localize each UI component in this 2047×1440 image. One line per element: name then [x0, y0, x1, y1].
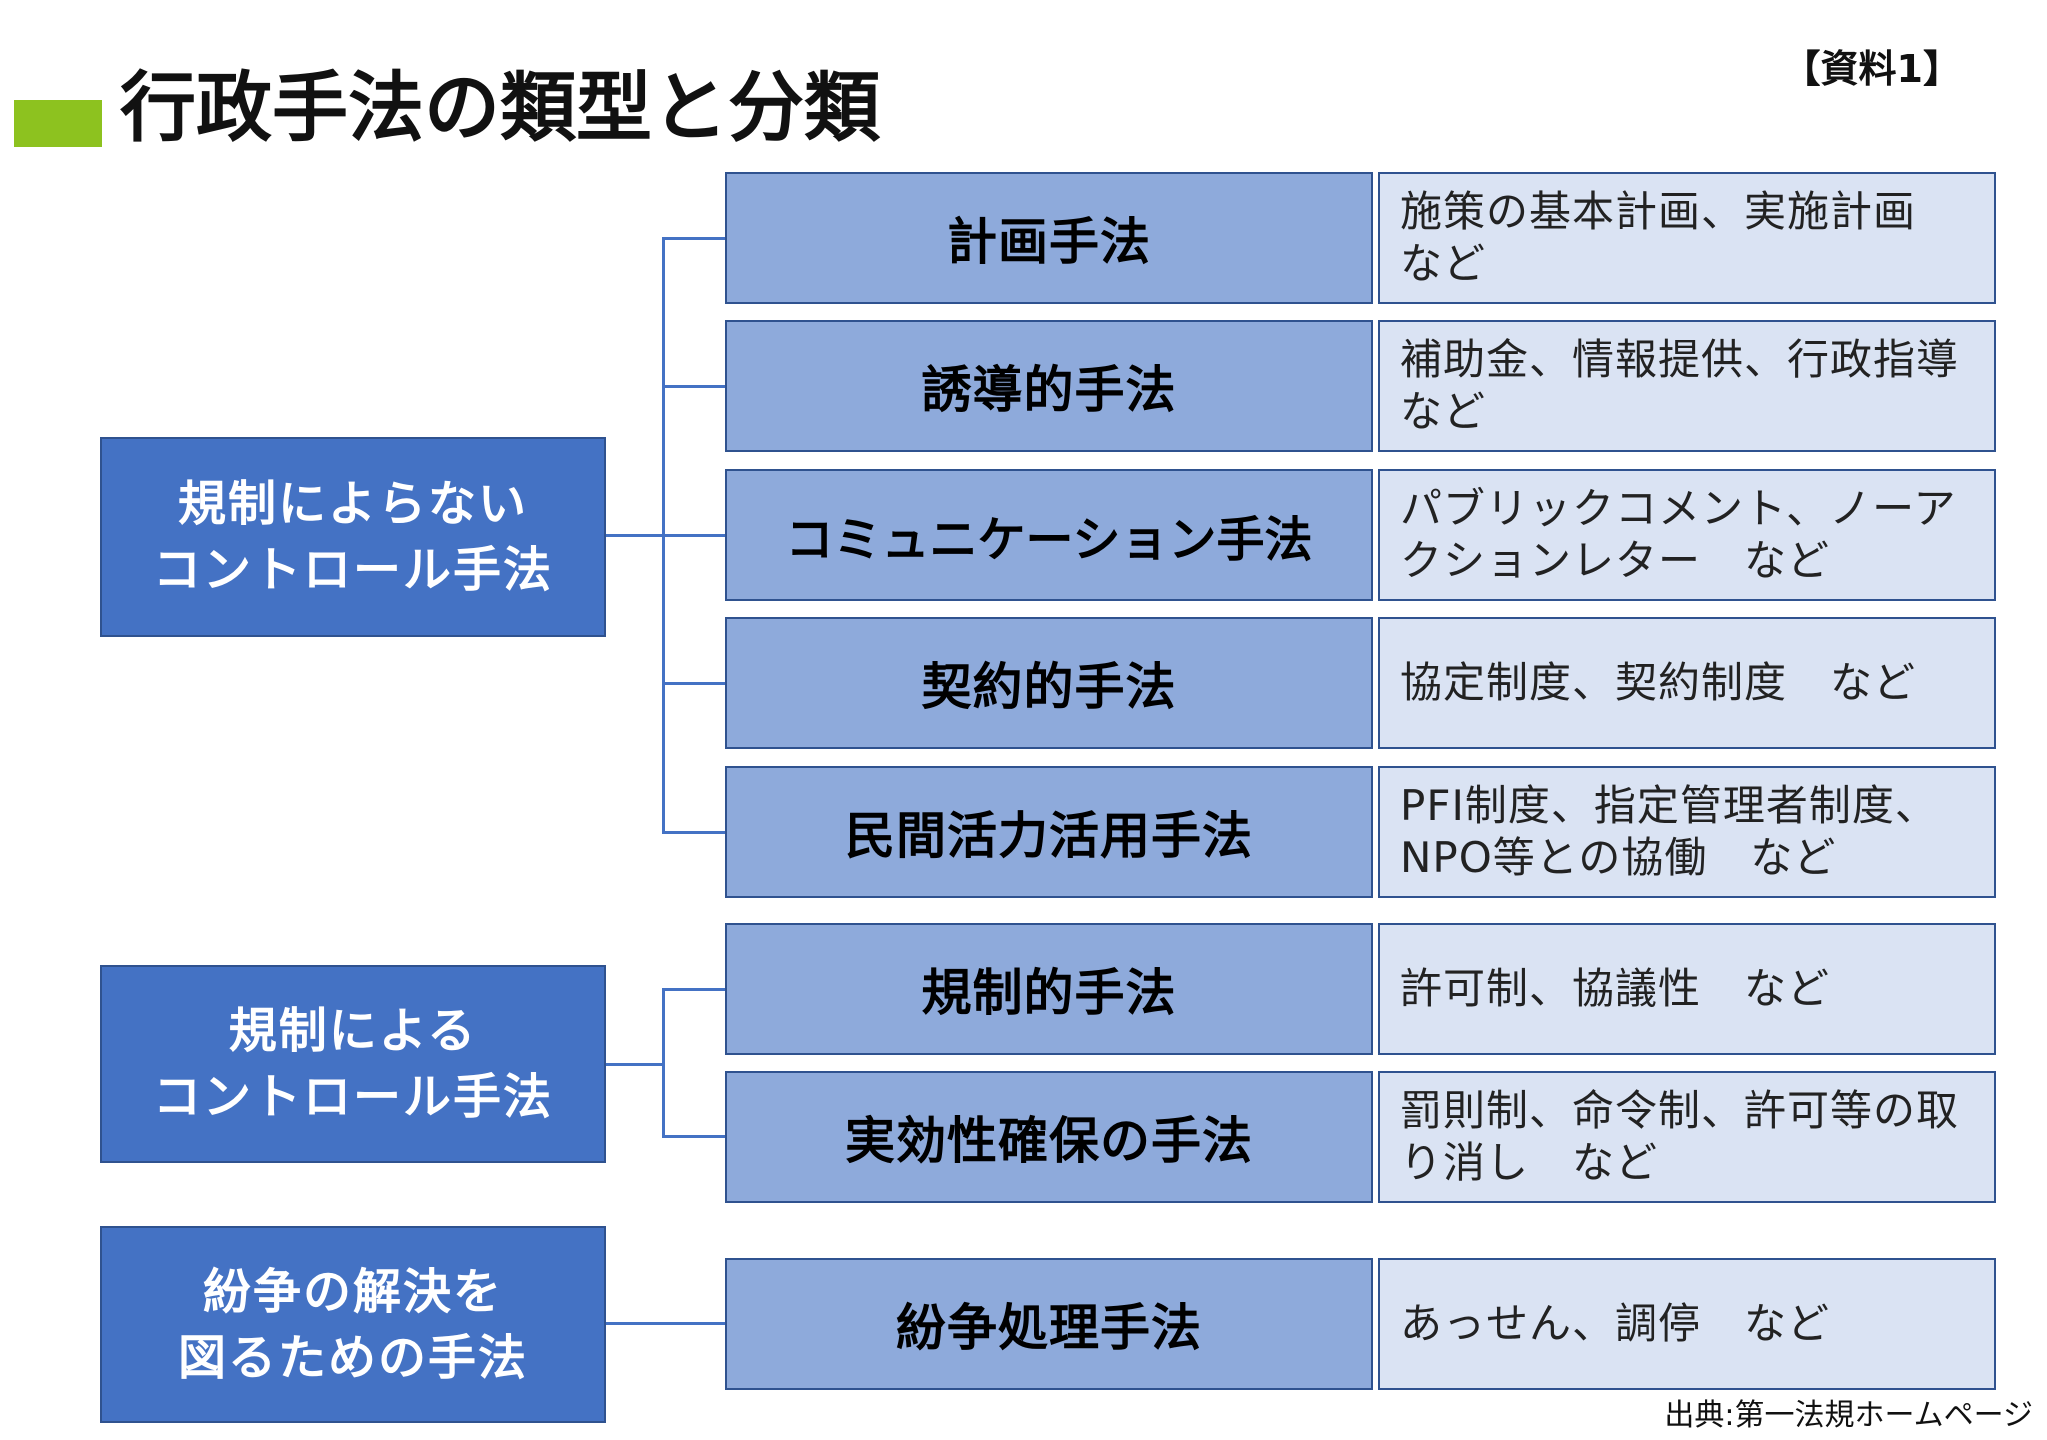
connector-line [662, 534, 725, 537]
examples-regulatory: 許可制、協議性 など [1378, 923, 1996, 1055]
examples-planning: 施策の基本計画、実施計画 など [1378, 172, 1996, 304]
connector-line [662, 237, 725, 240]
connector-line [662, 1135, 725, 1138]
connector-line [606, 1063, 664, 1066]
category-regulatory-control: 規制による コントロール手法 [100, 965, 606, 1163]
examples-enforcement: 罰則制、命令制、許可等の取 り消し など [1378, 1071, 1996, 1203]
method-dispute-processing: 紛争処理手法 [725, 1258, 1373, 1390]
examples-contractual: 協定制度、契約制度 など [1378, 617, 1996, 749]
method-planning: 計画手法 [725, 172, 1373, 304]
method-regulatory: 規制的手法 [725, 923, 1373, 1055]
examples-communication: パブリックコメント、ノーア クションレター など [1378, 469, 1996, 601]
method-enforcement: 実効性確保の手法 [725, 1071, 1373, 1203]
category-dispute-resolution: 紛争の解決を 図るための手法 [100, 1226, 606, 1423]
connector-line [662, 682, 725, 685]
source-citation: 出典:第一法規ホームページ [1664, 1398, 2033, 1433]
method-inducement: 誘導的手法 [725, 320, 1373, 452]
method-communication: コミュニケーション手法 [725, 469, 1373, 601]
reference-label: 【資料1】 [1782, 47, 1961, 91]
connector-line [606, 534, 664, 537]
connector-line [662, 831, 725, 834]
method-private-sector: 民間活力活用手法 [725, 766, 1373, 898]
page-title: 行政手法の類型と分類 [120, 63, 880, 152]
examples-private-sector: PFI制度、指定管理者制度、 NPO等との協働 など [1378, 766, 1996, 898]
connector-line [662, 988, 725, 991]
connector-line [662, 988, 665, 1138]
connector-line [662, 385, 725, 388]
category-non-regulatory-control: 規制によらない コントロール手法 [100, 437, 606, 637]
title-accent-bar [14, 100, 102, 147]
examples-inducement: 補助金、情報提供、行政指導 など [1378, 320, 1996, 452]
method-contractual: 契約的手法 [725, 617, 1373, 749]
connector-line [606, 1322, 725, 1325]
examples-dispute-processing: あっせん、調停 など [1378, 1258, 1996, 1390]
